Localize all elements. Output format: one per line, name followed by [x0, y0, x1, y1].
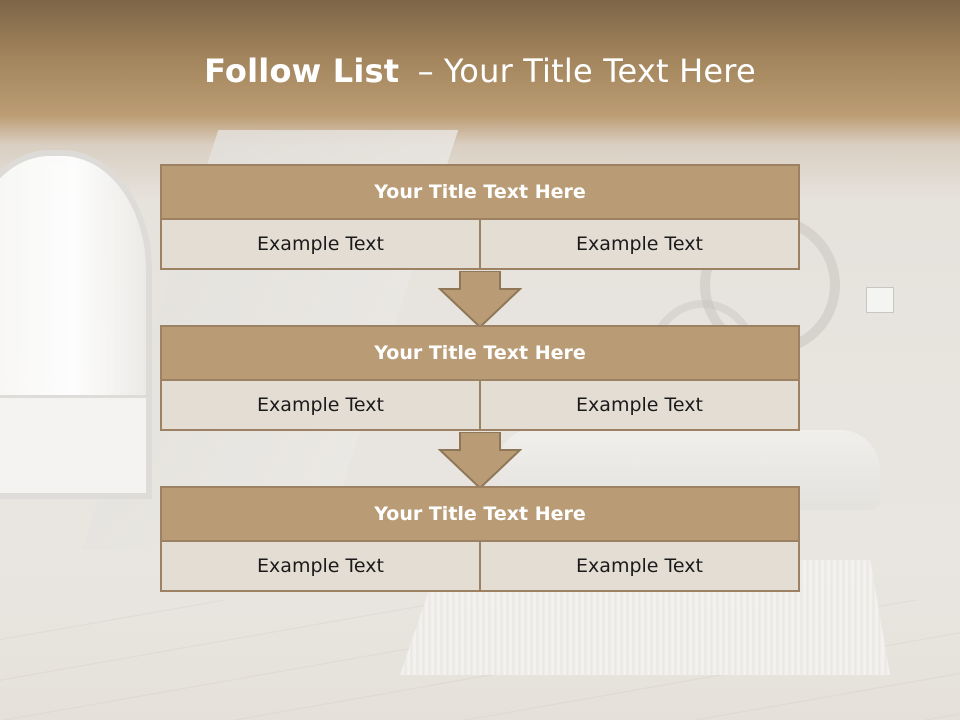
flow-block-1: Your Title Text Here Example Text Exampl…	[160, 164, 800, 270]
down-arrow-icon	[438, 271, 522, 329]
flow-block-title: Your Title Text Here	[160, 486, 800, 542]
flow-cell-left: Example Text	[160, 381, 481, 431]
flow-cell-right: Example Text	[481, 381, 800, 431]
flow-block-title: Your Title Text Here	[160, 164, 800, 220]
flow-cell-right: Example Text	[481, 220, 800, 270]
flow-block-title: Your Title Text Here	[160, 325, 800, 381]
down-arrow-icon	[438, 432, 522, 490]
flow-block-2: Your Title Text Here Example Text Exampl…	[160, 325, 800, 431]
slide-title-separator: –	[417, 52, 434, 90]
background-window-lower	[0, 395, 152, 499]
flow-cell-left: Example Text	[160, 220, 481, 270]
flow-block-3: Your Title Text Here Example Text Exampl…	[160, 486, 800, 592]
background-outlet	[866, 287, 894, 313]
flow-cell-left: Example Text	[160, 542, 481, 592]
slide-title-rest: Your Title Text Here	[443, 52, 756, 90]
flow-block-row: Example Text Example Text	[160, 542, 800, 592]
slide-title: Follow List –Your Title Text Here	[0, 52, 960, 90]
background-arched-window	[0, 150, 152, 422]
slide-title-bold: Follow List	[204, 52, 400, 90]
flow-block-row: Example Text Example Text	[160, 220, 800, 270]
flow-block-row: Example Text Example Text	[160, 381, 800, 431]
flow-cell-right: Example Text	[481, 542, 800, 592]
